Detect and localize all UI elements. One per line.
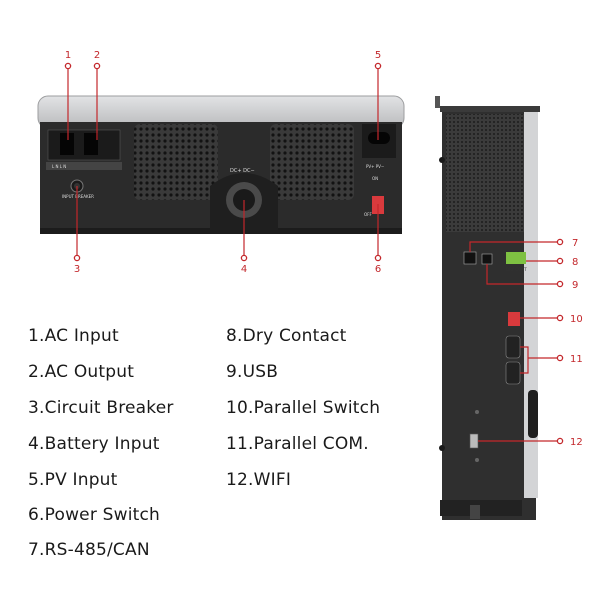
body-edge: [40, 228, 402, 234]
side-vent: [446, 114, 526, 232]
callout-5: 5: [375, 50, 381, 61]
legend-item-10: 10.Parallel Switch: [226, 398, 381, 418]
terminal-labels: L N L N: [52, 164, 66, 169]
callout-9: 9: [572, 280, 578, 291]
legend-item-6: 6.Power Switch: [28, 505, 161, 525]
pv-label: PV+ PV−: [366, 164, 384, 169]
parallel-com-ports: [505, 335, 521, 385]
cable-gland: [470, 505, 480, 519]
side-top: [440, 106, 540, 112]
mount-bracket: [435, 96, 440, 108]
legend-item-12: 12.WIFI: [226, 470, 292, 490]
legend-item-5: 5.PV Input: [28, 470, 118, 490]
inverter-front-view: L N L N INPUT BREAKER DC+ DC− PV+ PV− ON: [37, 95, 405, 234]
callout-leaders: [67, 66, 560, 442]
callout-8: 8: [572, 257, 578, 268]
legend-item-9: 9.USB: [226, 362, 279, 382]
wifi-port[interactable]: [469, 433, 479, 449]
bottom-rail: [440, 500, 522, 516]
callout-11: 11: [570, 354, 583, 365]
inverter-side-view: DRY CONT: [435, 96, 540, 520]
callout-numbers: 1 2 3 4 5 6 7 8 9 10 11 12: [65, 50, 583, 448]
legend-item-7: 7.RS-485/CAN: [28, 540, 150, 560]
on-label: ON: [372, 176, 378, 181]
callout-dots: [64, 62, 564, 445]
parallel-switch[interactable]: [508, 312, 520, 326]
breaker-label: INPUT BREAKER: [62, 194, 94, 199]
callout-2: 2: [94, 50, 100, 61]
ac-terminal-block: L N L N: [46, 129, 122, 170]
callout-7: 7: [572, 238, 578, 249]
callout-10: 10: [570, 314, 583, 325]
wifi-antenna: [528, 390, 538, 438]
callout-6: 6: [375, 264, 381, 275]
dry-contact-terminal: DRY CONT: [506, 252, 527, 272]
callout-1: 1: [65, 50, 71, 61]
battery-label: DC+ DC−: [230, 168, 255, 174]
legend-item-4: 4.Battery Input: [28, 434, 160, 454]
legend-item-8: 8.Dry Contact: [226, 326, 347, 346]
legend-item-1: 1.AC Input: [28, 326, 119, 346]
legend-item-11: 11.Parallel COM.: [226, 434, 369, 454]
pv-input: PV+ PV−: [362, 124, 396, 169]
legend-item-2: 2.AC Output: [28, 362, 135, 382]
callout-4: 4: [241, 264, 247, 275]
callout-3: 3: [74, 264, 80, 275]
side-cover: [524, 108, 538, 498]
legend-item-3: 3.Circuit Breaker: [28, 398, 174, 418]
off-label: OFF: [364, 212, 372, 217]
fan-right: [270, 124, 354, 200]
fan-left: [134, 124, 218, 200]
callout-12: 12: [570, 437, 583, 448]
dry-contact-label: DRY CONT: [506, 267, 527, 272]
